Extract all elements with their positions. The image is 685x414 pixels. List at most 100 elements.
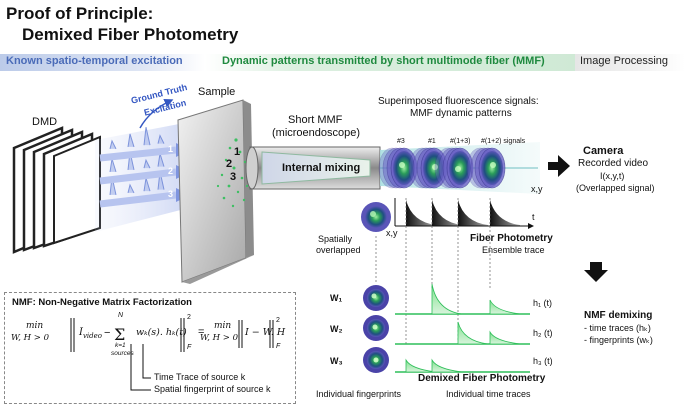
ensemble-decay — [406, 200, 436, 226]
superimposed-label-2: MMF dynamic patterns — [410, 108, 512, 119]
header-patterns: Dynamic patterns transmitted by short mu… — [222, 55, 545, 67]
excitation-spike — [143, 127, 151, 146]
excitation-spike — [127, 133, 135, 148]
component-traces — [395, 283, 530, 373]
spot-label-3: 3 — [230, 171, 237, 183]
fingerprints-label: - fingerprints (wₖ) — [584, 335, 653, 345]
ensemble-decay — [458, 200, 488, 226]
nmf-video-sub: video — [82, 332, 102, 340]
pattern-frame-disk — [481, 151, 503, 185]
title-line-2: Demixed Fiber Photometry — [22, 25, 239, 44]
nmf-sum-bottom-1: k=1 — [115, 342, 126, 349]
nmf-constraint-right: W, H > 0 — [200, 333, 239, 343]
fingerprint-hotspot — [373, 357, 379, 363]
guide-lines — [375, 198, 491, 345]
component-decay — [489, 330, 521, 345]
short-mmf-fiber — [245, 146, 381, 190]
component-fingerprints — [363, 285, 389, 373]
camera-arrow — [548, 155, 570, 177]
ground-truth-arrow — [139, 99, 174, 129]
spatially-label: Spatially — [318, 234, 353, 244]
dmd-device — [12, 126, 101, 254]
pattern-frame-disk — [393, 151, 415, 185]
nmf-frob-left: F — [187, 344, 192, 351]
nmf-equals: = — [198, 326, 205, 338]
superimposed-label-1: Superimposed fluorescence signals: — [378, 96, 539, 107]
short-mmf-label: Short MMF — [288, 114, 343, 126]
nmf-equation-bars — [70, 318, 274, 391]
nmf-i-video: Ivideo — [79, 327, 102, 340]
excitation-spike — [143, 158, 151, 169]
component-w2: W₂ — [330, 324, 343, 334]
overlapped-signal-label: (Overlapped signal) — [576, 183, 655, 193]
nmf-min-left: min — [26, 321, 44, 331]
nmf-min-right: min — [214, 321, 232, 331]
component-decay — [431, 283, 463, 315]
component-h2: h₂ (t) — [533, 328, 553, 338]
spot-label-1: 1 — [234, 146, 241, 158]
time-traces-label: - time traces (hₖ) — [584, 323, 651, 333]
nmf-square-right: 2 — [276, 317, 280, 324]
nmf-down-arrow — [584, 262, 608, 282]
nmf-term: wₖ(s). hₖ(t) — [136, 327, 187, 338]
demixed-fp-label: Demixed Fiber Photometry — [418, 373, 546, 384]
beam-label-1: 1 — [168, 144, 174, 154]
header-excitation: Known spatio-temporal excitation — [6, 55, 183, 67]
component-decay — [431, 358, 463, 373]
fingerprint-hotspot — [372, 324, 378, 330]
excitation-spike — [109, 139, 117, 150]
ixyt-label: I(x,y,t) — [600, 171, 625, 181]
individual-time-traces-label: Individual time traces — [446, 389, 531, 399]
ensemble-trace-label: Ensemble trace — [482, 245, 545, 255]
nmf-box — [4, 292, 296, 404]
recorded-video-label: Recorded video — [578, 158, 649, 169]
microendoscope-label: (microendoscope) — [272, 127, 361, 139]
ensemble-decay — [490, 200, 520, 226]
pattern-frames — [378, 147, 506, 189]
nmf-constraint-left: W, H > 0 — [11, 333, 50, 343]
title-line-1: Proof of Principle: — [6, 4, 154, 23]
fiber-photometry-label: Fiber Photometry — [470, 233, 553, 244]
ensemble-trace — [395, 200, 528, 227]
fingerprint-hotspot — [371, 293, 377, 299]
nmf-note-time: Time Trace of source k — [154, 372, 246, 382]
excitation-spike — [127, 183, 135, 194]
component-w3: W₃ — [330, 356, 343, 366]
component-h1: h₁ (t) — [533, 298, 553, 308]
nmf-sum-bottom-2: sources — [111, 350, 134, 357]
frame-label-1: #3 — [397, 138, 405, 145]
nmf-i-letter: I — [79, 327, 83, 338]
pattern-frame-hotspot — [399, 162, 405, 168]
frame-label-2: #1 — [428, 138, 436, 145]
component-decay — [489, 299, 521, 315]
header-band-excitation — [0, 54, 205, 71]
sample-plate — [177, 99, 254, 284]
nmf-minus: − — [104, 327, 111, 339]
excitation-spike — [157, 134, 165, 144]
component-decay — [457, 321, 489, 345]
fingerprint-inner — [367, 289, 385, 307]
component-w1: W₁ — [330, 293, 343, 303]
ensemble-decay — [432, 200, 462, 226]
overlapped-disk — [361, 202, 391, 232]
header-band-processing — [575, 54, 685, 71]
pattern-frame-hotspot — [455, 166, 461, 172]
camera-label: Camera — [583, 145, 624, 157]
internal-mixing-label: Internal mixing — [282, 162, 361, 174]
nmf-note-spatial: Spatial fingerprint of source k — [154, 384, 271, 394]
nmf-heading: NMF: Non-Negative Matrix Factorization — [12, 297, 192, 308]
spot-label-2: 2 — [226, 158, 233, 170]
frame-label-3: #(1+3) — [450, 138, 471, 145]
nmf-demixing-label: NMF demixing — [584, 310, 653, 321]
dmd-label: DMD — [32, 116, 58, 128]
nmf-sigma: Σ — [114, 325, 125, 344]
component-decay — [405, 358, 437, 373]
nmf-sum-top: N — [118, 312, 124, 319]
individual-fingerprints-label: Individual fingerprints — [316, 389, 402, 399]
frame-label-4: #(1+2) signals — [481, 138, 526, 145]
header-band-patterns — [205, 54, 575, 71]
overlapped-label: overlapped — [316, 245, 361, 255]
xy-mid-label: x,y — [386, 228, 398, 238]
sample-dots — [216, 138, 249, 208]
